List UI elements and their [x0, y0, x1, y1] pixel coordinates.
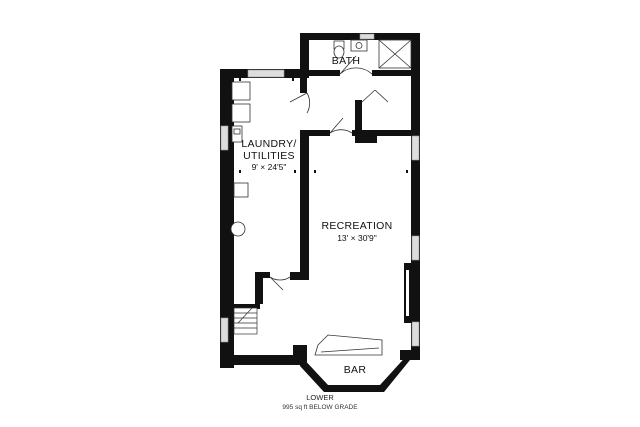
interior-walls: [234, 70, 412, 309]
washer-icon: [231, 81, 251, 101]
recreation-room-dims: 13' × 30'9": [337, 233, 377, 243]
dryer-icon: [231, 103, 251, 123]
bar-counter-icon: [314, 334, 383, 356]
laundry-fixtures: [230, 81, 251, 237]
laundry-room-name-line1: LAUNDRY/: [241, 138, 296, 150]
bath-fixtures: [333, 39, 412, 69]
laundry-room-name-line2: UTILITIES: [243, 150, 295, 162]
utility-box-icon: [233, 182, 249, 198]
windows: [220, 33, 420, 347]
toilet-bowl-icon: [333, 45, 345, 59]
floor-area-label: 995 sq ft BELOW GRADE: [282, 404, 358, 411]
bar-room-name: BAR: [344, 364, 367, 376]
laundry-room-dims: 9' × 24'5": [252, 162, 287, 172]
bath-room-name: BATH: [332, 55, 360, 67]
fireplace-icon: [404, 263, 412, 323]
water-heater-icon: [230, 221, 246, 237]
wall-markers: [239, 78, 408, 173]
stairs: [233, 307, 258, 335]
recreation-room-name: RECREATION: [321, 220, 392, 232]
doors: [269, 55, 389, 291]
floor-level-label: LOWER: [306, 393, 334, 402]
